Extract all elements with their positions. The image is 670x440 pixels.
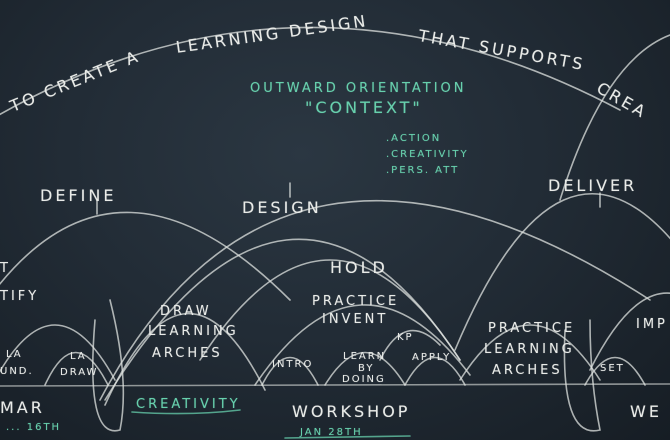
left-edge-text: tify bbox=[0, 289, 40, 304]
learn-arch bbox=[324, 351, 406, 386]
outer-arc bbox=[0, 26, 621, 116]
left-edge-date: ... 16th bbox=[6, 422, 62, 433]
outer-arc-right bbox=[559, 34, 670, 201]
design-arch bbox=[104, 238, 461, 401]
kp-arch bbox=[379, 329, 441, 361]
la-label: la bbox=[70, 351, 87, 362]
practice-invent-text: practice bbox=[312, 294, 400, 309]
left-edge-text: mar bbox=[0, 398, 45, 417]
workshop-date: jan 28th bbox=[300, 427, 363, 438]
practice-invent-arch bbox=[254, 304, 471, 386]
intro-label: intro bbox=[272, 359, 314, 370]
loop-right bbox=[563, 319, 601, 432]
loop-left bbox=[92, 299, 125, 432]
la-draw-arch bbox=[44, 351, 109, 386]
right-arch bbox=[589, 292, 670, 371]
hold-arch bbox=[199, 259, 461, 361]
practice-learning-arch bbox=[459, 324, 601, 381]
creativity-label: creativity bbox=[136, 397, 241, 412]
creativity-underline bbox=[131, 409, 241, 415]
orientation-bullet: .action bbox=[386, 133, 442, 144]
outward-arc bbox=[99, 200, 651, 401]
by-label: by bbox=[358, 363, 375, 374]
practice-arches-text: practice bbox=[488, 321, 576, 336]
right-edge-text: we bbox=[630, 402, 662, 421]
deliver-arch bbox=[454, 193, 670, 351]
doing-label: doing bbox=[342, 374, 386, 385]
intro-arch bbox=[261, 356, 319, 386]
workshop-label: workshop bbox=[292, 402, 411, 421]
define-arch bbox=[0, 211, 291, 301]
baseline bbox=[0, 383, 670, 387]
orientation-bullet: .creativity bbox=[386, 149, 469, 160]
workshop-underline bbox=[284, 435, 411, 439]
draw-arches-arch bbox=[104, 312, 266, 406]
learn-label: learn bbox=[343, 351, 387, 362]
apply-arch bbox=[404, 356, 466, 386]
practice-invent-text: invent bbox=[322, 312, 389, 327]
orientation-context: "context" bbox=[305, 98, 423, 117]
right-edge-text: imp bbox=[636, 317, 668, 332]
hold-label: hold bbox=[330, 258, 388, 277]
left-la-arch bbox=[0, 324, 116, 381]
left-edge-text: la bbox=[6, 349, 23, 360]
draw-arches-text: arches bbox=[152, 346, 223, 361]
set-label: set bbox=[600, 363, 625, 374]
phase-deliver: deliver bbox=[548, 176, 638, 195]
orientation-bullet: .pers. att bbox=[386, 165, 460, 176]
phase-define: define bbox=[40, 186, 117, 205]
kp-label: kp bbox=[397, 332, 414, 343]
practice-arches-text: learning bbox=[484, 342, 575, 357]
phase-design: design bbox=[242, 198, 322, 217]
draw-arches-text: draw bbox=[160, 304, 212, 319]
apply-label: apply bbox=[412, 352, 452, 363]
left-edge-text: und. bbox=[0, 366, 34, 377]
orientation-title: outward orientation bbox=[250, 81, 467, 96]
left-edge-text: t bbox=[0, 261, 11, 276]
draw-arches-text: learning bbox=[148, 324, 239, 339]
draw-label: draw bbox=[60, 367, 99, 378]
practice-arches-text: arches bbox=[492, 363, 563, 378]
set-arch bbox=[584, 356, 646, 386]
